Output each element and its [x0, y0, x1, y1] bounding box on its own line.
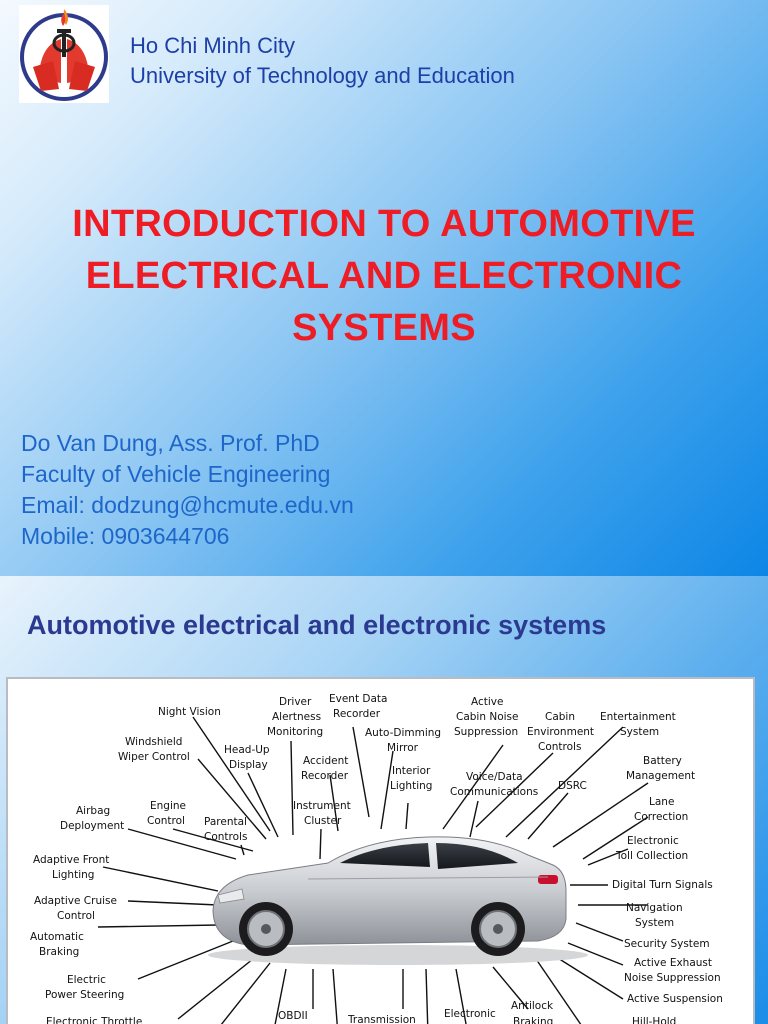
label-airbag: Airbag: [76, 805, 110, 817]
label-mirror: Mirror: [387, 742, 419, 754]
label-deployment: Deployment: [60, 820, 124, 832]
label-accident: Accident: [303, 755, 348, 767]
label-active-exhaust: Active Exhaust: [634, 957, 712, 969]
label-navigation: Navigation: [626, 902, 683, 914]
university-logo-icon: [19, 5, 109, 103]
label-active-suspension: Active Suspension: [627, 993, 723, 1005]
label-system: System: [620, 726, 659, 738]
label-suppression: Suppression: [454, 726, 518, 738]
label-lighting: Lighting: [390, 780, 432, 792]
label-lane: Lane: [649, 796, 674, 808]
label-event-data: Event Data: [329, 693, 388, 705]
author-email: Email: dodzung@hcmute.edu.vn: [21, 492, 354, 518]
label-night-vision: Night Vision: [158, 706, 221, 718]
label-engine: Engine: [150, 800, 186, 812]
label-front-lighting: Lighting: [52, 869, 94, 881]
label-interior: Interior: [392, 765, 431, 777]
label-power-steering: Power Steering: [45, 989, 124, 1001]
label-engine-control: Control: [147, 815, 185, 827]
label-digital-turn-signals: Digital Turn Signals: [612, 879, 713, 891]
label-automatic: Automatic: [30, 931, 84, 943]
label-cabin-noise: Cabin Noise: [456, 711, 518, 723]
label-electronic-toll: Electronic: [627, 835, 679, 847]
label-antilock-braking: Braking: [513, 1016, 553, 1024]
label-cabin: Cabin: [545, 711, 575, 723]
label-voice-data: Voice/Data: [466, 771, 523, 783]
label-entertainment: Entertainment: [600, 711, 676, 723]
author-faculty: Faculty of Vehicle Engineering: [21, 461, 331, 487]
systems-diagram: Night Vision Driver Alertness Monitoring…: [6, 677, 755, 1024]
title-line-2: ELECTRICAL AND ELECTRONIC: [85, 255, 683, 297]
label-communications: Communications: [450, 786, 538, 798]
title-slide: Ho Chi Minh City University of Technolog…: [0, 0, 768, 576]
callout-labels: Night Vision Driver Alertness Monitoring…: [30, 693, 723, 1024]
label-transmission: Transmission: [347, 1014, 416, 1024]
label-environment: Environment: [527, 726, 594, 738]
label-wiper-control: Wiper Control: [118, 751, 190, 763]
systems-slide: Automotive electrical and electronic sys…: [0, 576, 768, 1024]
label-accident-recorder: Recorder: [301, 770, 349, 782]
label-cruise-control: Control: [57, 910, 95, 922]
label-security-system: Security System: [624, 938, 710, 950]
label-active: Active: [471, 696, 503, 708]
label-hill-hold: Hill-Hold: [632, 1016, 676, 1024]
label-parental-controls: Controls: [204, 831, 247, 843]
label-display: Display: [229, 759, 268, 771]
label-dsrc: DSRC: [558, 780, 587, 792]
car-icon: [208, 836, 588, 965]
label-adaptive-cruise: Adaptive Cruise: [34, 895, 117, 907]
title-line-3: SYSTEMS: [292, 307, 476, 349]
label-head-up: Head-Up: [224, 744, 270, 756]
section-title: Automotive electrical and electronic sys…: [27, 610, 607, 640]
label-alertness: Alertness: [272, 711, 321, 723]
label-management: Management: [626, 770, 695, 782]
label-toll-collection: Toll Collection: [615, 850, 688, 862]
callout-leader-lines: [97, 716, 649, 1024]
label-recorder: Recorder: [333, 708, 381, 720]
label-instrument: Instrument: [293, 800, 351, 812]
label-parental: Parental: [204, 816, 247, 828]
label-braking: Braking: [39, 946, 79, 958]
label-adaptive-front: Adaptive Front: [33, 854, 109, 866]
label-noise-suppression: Noise Suppression: [624, 972, 721, 984]
label-monitoring: Monitoring: [267, 726, 323, 738]
label-battery: Battery: [643, 755, 682, 767]
label-antilock: Antilock: [511, 1000, 554, 1012]
label-driver: Driver: [279, 696, 312, 708]
title-line-1: INTRODUCTION TO AUTOMOTIVE: [72, 203, 696, 245]
label-correction: Correction: [634, 811, 688, 823]
label-electronic-throttle: Electronic Throttle: [46, 1016, 142, 1024]
diagram-canvas: Night Vision Driver Alertness Monitoring…: [30, 693, 723, 1024]
label-navigation-system: System: [635, 917, 674, 929]
label-cluster: Cluster: [304, 815, 342, 827]
label-controls: Controls: [538, 741, 581, 753]
author-mobile: Mobile: 0903644706: [21, 523, 230, 549]
label-obdii: OBDII: [278, 1010, 308, 1022]
label-auto-dimming: Auto-Dimming: [365, 727, 441, 739]
author-name: Do Van Dung, Ass. Prof. PhD: [21, 430, 320, 456]
label-electronic-bottom: Electronic: [444, 1008, 496, 1020]
label-electric: Electric: [67, 974, 106, 986]
university-name: University of Technology and Education: [130, 63, 515, 88]
label-windshield: Windshield: [125, 736, 182, 748]
presentation-title: INTRODUCTION TO AUTOMOTIVE ELECTRICAL AN…: [0, 198, 768, 354]
university-city: Ho Chi Minh City: [130, 33, 296, 58]
